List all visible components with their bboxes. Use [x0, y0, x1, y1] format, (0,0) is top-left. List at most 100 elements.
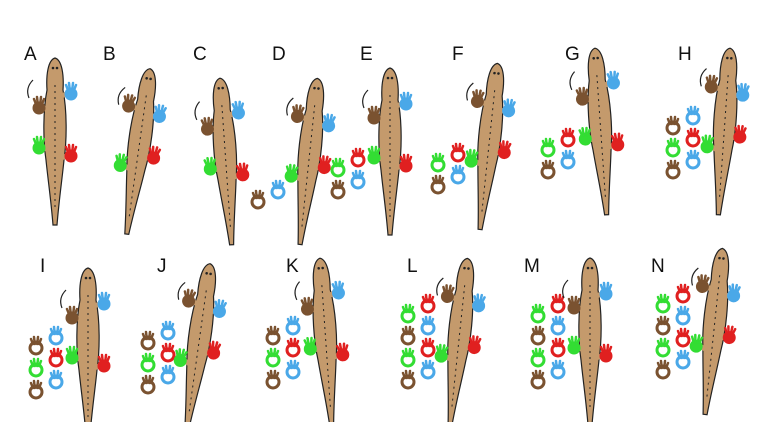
- green-footprint-icon: [140, 352, 156, 373]
- gait-panel-i: I: [28, 256, 111, 422]
- brown-footprint-icon: [400, 325, 416, 346]
- green-footprint-icon: [400, 303, 416, 324]
- brown-footprint-icon: [665, 159, 681, 180]
- brown-foot-icon: [440, 284, 455, 304]
- red-footprint-icon: [285, 337, 301, 358]
- brown-foot-icon: [32, 95, 46, 115]
- red-footprint-icon: [420, 293, 436, 314]
- panel-label: M: [524, 256, 540, 277]
- red-footprint-icon: [350, 147, 366, 168]
- red-footprint-icon: [560, 127, 576, 148]
- green-footprint-icon: [655, 337, 671, 358]
- motion-arc: [294, 281, 301, 301]
- brown-footprint-icon: [250, 189, 266, 210]
- motion-arc: [699, 68, 707, 87]
- panel-label: G: [565, 44, 580, 65]
- lizard-body: [699, 47, 750, 216]
- red-foot-icon: [335, 342, 350, 362]
- brown-footprint-icon: [265, 369, 281, 390]
- panel-label: I: [40, 256, 45, 277]
- green-footprint-icon: [265, 347, 281, 368]
- red-foot-icon: [207, 340, 222, 360]
- gait-panel-m: M: [524, 256, 613, 422]
- red-footprint-icon: [550, 337, 566, 358]
- red-foot-icon: [97, 353, 111, 373]
- blue-footprint-icon: [685, 105, 701, 126]
- gait-panel-l: L: [400, 256, 486, 422]
- blue-foot-icon: [727, 283, 741, 303]
- gait-panel-h: H: [665, 44, 750, 216]
- brown-footprint-icon: [530, 325, 546, 346]
- red-foot-icon: [733, 124, 747, 144]
- brown-foot-icon: [567, 295, 581, 315]
- motion-arc: [27, 79, 34, 99]
- panel-label: B: [103, 44, 116, 65]
- blue-footprint-icon: [285, 359, 301, 380]
- panel-label: F: [452, 44, 464, 65]
- blue-foot-icon: [599, 281, 613, 301]
- blue-footprint-icon: [450, 164, 466, 185]
- red-foot-icon: [722, 325, 737, 345]
- motion-arc: [60, 289, 67, 309]
- blue-footprint-icon: [160, 320, 176, 341]
- red-footprint-icon: [420, 337, 436, 358]
- brown-foot-icon: [300, 296, 315, 316]
- motion-arc: [117, 86, 126, 105]
- blue-footprint-icon: [285, 315, 301, 336]
- green-footprint-icon: [530, 303, 546, 324]
- brown-foot-icon: [470, 89, 485, 109]
- green-foot-icon: [303, 336, 317, 356]
- lizard-body: [27, 57, 78, 226]
- brown-foot-icon: [122, 93, 137, 113]
- brown-foot-icon: [704, 74, 719, 94]
- green-foot-icon: [284, 163, 299, 183]
- brown-foot-icon: [182, 288, 197, 308]
- green-footprint-icon: [400, 347, 416, 368]
- green-foot-icon: [434, 343, 449, 363]
- red-foot-icon: [317, 155, 332, 175]
- blue-footprint-icon: [685, 149, 701, 170]
- green-footprint-icon: [330, 157, 346, 178]
- blue-foot-icon: [322, 113, 336, 133]
- green-foot-icon: [173, 348, 188, 368]
- blue-footprint-icon: [550, 359, 566, 380]
- red-foot-icon: [235, 162, 250, 182]
- lizard-body: [194, 77, 250, 246]
- brown-foot-icon: [575, 86, 590, 106]
- gait-panel-k: K: [265, 256, 350, 422]
- blue-foot-icon: [331, 280, 345, 300]
- blue-footprint-icon: [675, 349, 691, 370]
- brown-footprint-icon: [655, 359, 671, 380]
- green-foot-icon: [113, 153, 128, 173]
- brown-footprint-icon: [430, 174, 446, 195]
- lizard-body: [569, 47, 625, 216]
- green-foot-icon: [203, 156, 217, 176]
- red-foot-icon: [610, 132, 625, 152]
- brown-foot-icon: [695, 274, 710, 294]
- gait-panel-g: G: [540, 44, 625, 216]
- green-footprint-icon: [655, 293, 671, 314]
- brown-footprint-icon: [140, 374, 156, 395]
- green-foot-icon: [367, 145, 381, 165]
- gait-panel-j: J: [140, 256, 227, 422]
- red-foot-icon: [147, 145, 162, 165]
- gait-panel-e: E: [330, 44, 413, 236]
- gait-panel-b: B: [103, 44, 167, 236]
- brown-footprint-icon: [665, 115, 681, 136]
- brown-foot-icon: [290, 104, 305, 124]
- red-footprint-icon: [48, 347, 64, 368]
- panel-label: E: [360, 44, 373, 65]
- brown-footprint-icon: [400, 369, 416, 390]
- red-foot-icon: [64, 143, 78, 163]
- blue-foot-icon: [502, 98, 516, 118]
- lizard-body: [173, 263, 227, 422]
- lizard-body: [113, 68, 167, 236]
- brown-footprint-icon: [140, 330, 156, 351]
- lizard-body: [464, 62, 516, 231]
- red-footprint-icon: [675, 283, 691, 304]
- red-footprint-icon: [160, 342, 176, 363]
- green-foot-icon: [689, 333, 704, 353]
- blue-foot-icon: [736, 82, 750, 102]
- green-footprint-icon: [665, 137, 681, 158]
- brown-footprint-icon: [655, 315, 671, 336]
